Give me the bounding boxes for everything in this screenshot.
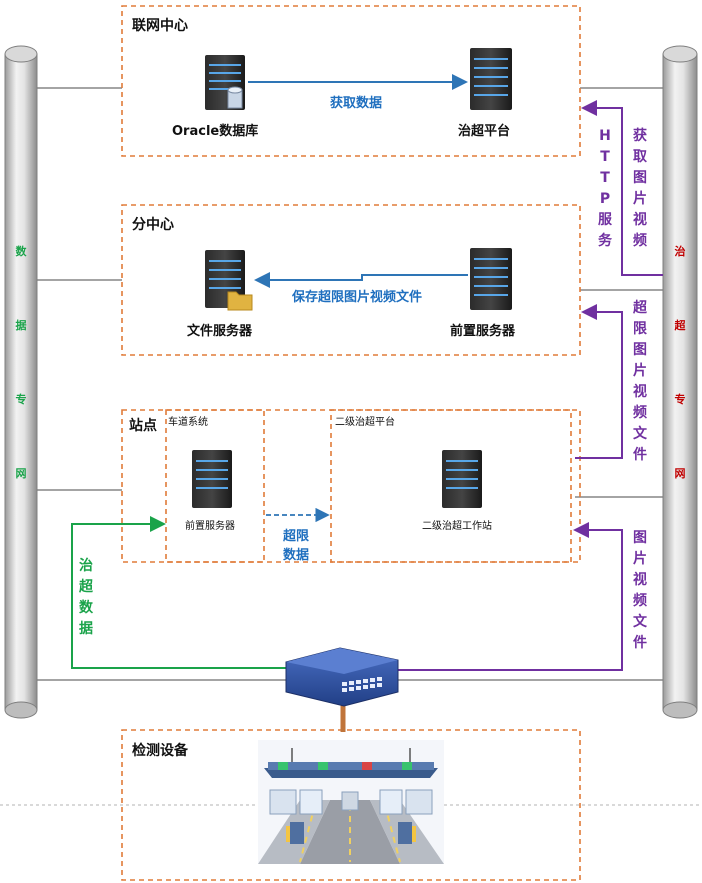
lane-system-title: 车道系统: [168, 417, 208, 428]
overload-platform-server-icon: [470, 48, 512, 110]
station-title: 站点: [129, 418, 157, 434]
lane-system-box: [165, 409, 265, 563]
lane-front-server-label: 前置服务器: [185, 521, 235, 532]
network-switch-icon: [285, 647, 399, 732]
front-server-label: 前置服务器: [450, 324, 516, 339]
save-files-label: 保存超限图片视频文件: [292, 290, 423, 305]
overlimit-data-label-1: 超限: [283, 529, 310, 544]
front-server-icon: [470, 248, 512, 310]
overload-network-label: 治超专网: [674, 245, 686, 480]
workstation-label: 二级治超工作站: [422, 521, 492, 532]
network-center-box: [121, 5, 581, 157]
station-box: [121, 409, 581, 563]
oracle-server-icon: [205, 55, 245, 110]
overlimit-media-arrow: [575, 304, 623, 459]
fetch-media-label: 获取图片视频: [633, 128, 647, 249]
sub-center-title: 分中心: [132, 217, 174, 233]
detection-title: 检测设备: [132, 743, 188, 759]
detection-box: [121, 729, 581, 881]
oracle-db-label: Oracle数据库: [172, 124, 259, 139]
lane-front-server-icon: [192, 450, 232, 508]
http-service-label: HTTP服务: [598, 128, 612, 249]
network-links: [37, 87, 663, 681]
toll-station-illustration: [258, 740, 444, 864]
data-network-label: 数据专网: [15, 245, 27, 480]
sub-center-box: [121, 204, 581, 356]
http-service-arrow: [581, 100, 663, 276]
overload-data-label: 治超数据: [79, 558, 93, 637]
secondary-platform-title: 二级治超平台: [335, 417, 395, 428]
overlimit-data-label-2: 数据: [283, 548, 310, 563]
save-files-arrow: [254, 272, 468, 288]
file-server-icon: [205, 250, 253, 311]
fetch-data-label: 获取数据: [330, 96, 383, 111]
overload-data-arrow: [71, 516, 290, 669]
media-files-label: 图片视频文件: [633, 530, 647, 651]
overlimit-media-label: 超限图片视频文件: [633, 300, 647, 463]
overload-platform-label: 治超平台: [458, 124, 511, 139]
network-center-title: 联网中心: [132, 18, 188, 34]
file-server-label: 文件服务器: [187, 324, 253, 339]
data-network-pipe: [4, 45, 38, 719]
workstation-server-icon: [442, 450, 482, 508]
overload-network-pipe: [662, 45, 698, 719]
secondary-platform-box: [330, 409, 572, 563]
media-files-arrow: [398, 522, 623, 671]
